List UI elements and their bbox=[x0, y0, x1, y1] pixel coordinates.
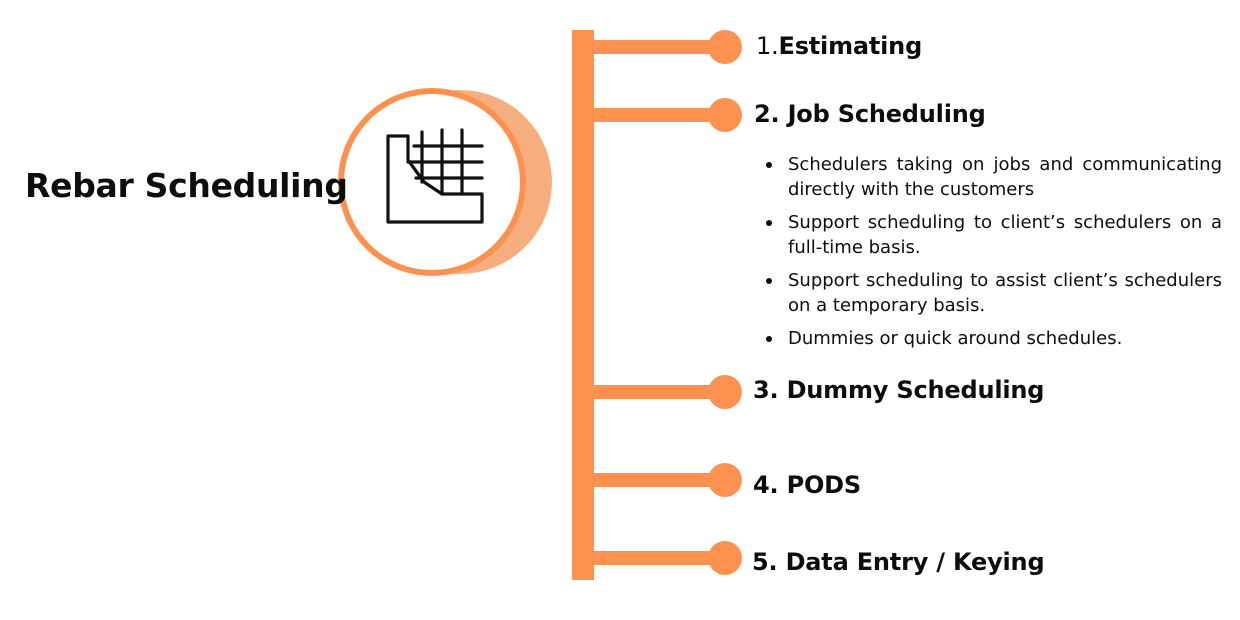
item-number: 1. bbox=[756, 32, 779, 60]
timeline-arm-3 bbox=[594, 385, 724, 399]
item-number: 4. bbox=[753, 471, 779, 499]
bullet-item: Schedulers taking on jobs and communicat… bbox=[766, 152, 1222, 202]
bullet-item: Support scheduling to client’s scheduler… bbox=[766, 210, 1222, 260]
timeline-arm-2 bbox=[594, 108, 724, 122]
timeline-dot-4 bbox=[708, 463, 742, 497]
timeline-arm-4 bbox=[594, 473, 724, 487]
item-number: 5. bbox=[752, 548, 778, 576]
job-scheduling-bullet-list: Schedulers taking on jobs and communicat… bbox=[766, 152, 1222, 359]
timeline-dot-3 bbox=[708, 375, 742, 409]
timeline-dot-2 bbox=[708, 98, 742, 132]
item-dummy-scheduling: 3. Dummy Scheduling bbox=[753, 376, 1044, 404]
item-estimating: 1.Estimating bbox=[756, 32, 922, 60]
badge-circle bbox=[338, 88, 526, 276]
item-label: Dummy Scheduling bbox=[786, 376, 1045, 404]
item-label: Data Entry / Keying bbox=[785, 548, 1045, 576]
bullet-item: Support scheduling to assist client’s sc… bbox=[766, 268, 1222, 318]
diagram-title: Rebar Scheduling bbox=[25, 166, 348, 205]
rebar-badge bbox=[338, 88, 552, 276]
item-number: 3. bbox=[753, 376, 779, 404]
rebar-grid-icon bbox=[386, 128, 484, 224]
bullet-item: Dummies or quick around schedules. bbox=[766, 326, 1222, 351]
timeline-dot-1 bbox=[708, 30, 742, 64]
timeline-arm-1 bbox=[594, 40, 724, 54]
timeline-dot-5 bbox=[708, 541, 742, 575]
item-label: Job Scheduling bbox=[787, 100, 986, 128]
item-pods: 4. PODS bbox=[753, 471, 861, 499]
item-label: PODS bbox=[786, 471, 862, 499]
item-number: 2. bbox=[754, 100, 780, 128]
timeline-arm-5 bbox=[594, 551, 724, 565]
timeline-spine bbox=[572, 30, 594, 580]
item-job-scheduling: 2. Job Scheduling bbox=[754, 100, 986, 128]
item-data-entry: 5. Data Entry / Keying bbox=[752, 548, 1045, 576]
item-label: Estimating bbox=[778, 32, 923, 60]
